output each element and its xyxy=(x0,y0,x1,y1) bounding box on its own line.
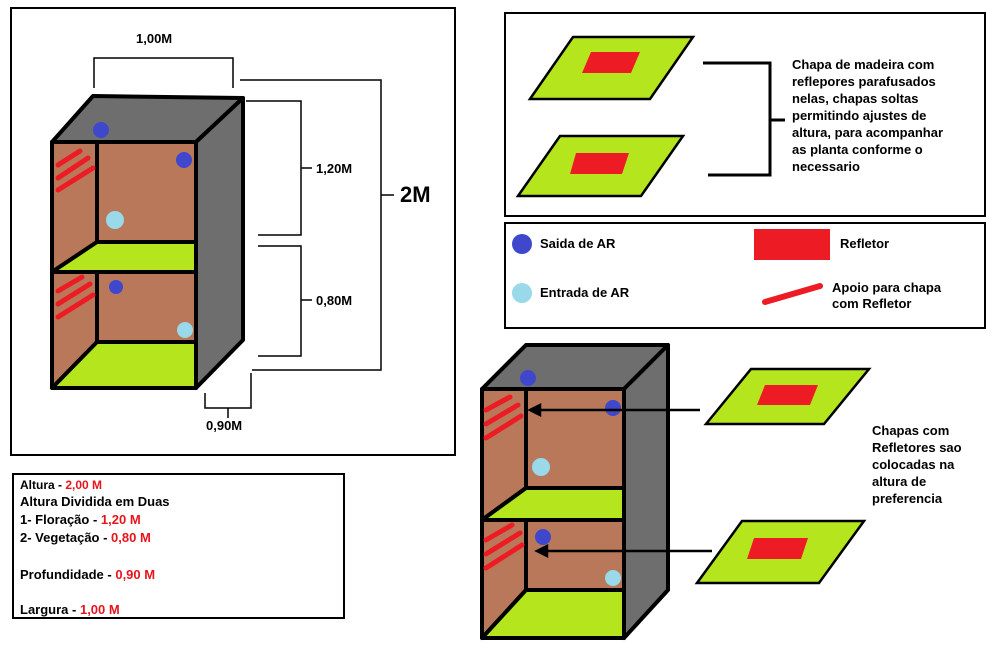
spec-veg: 2- Vegetação - 0,80 M xyxy=(20,530,151,545)
air-out-dot xyxy=(93,122,109,138)
legend-reflector-icon xyxy=(754,229,830,260)
upper-dimension-label: 1,20M xyxy=(316,161,353,176)
spec-depth: Profundidade - 0,90 M xyxy=(20,567,156,582)
depth-bracket xyxy=(204,373,252,409)
total-dimension-label: 2M xyxy=(400,182,431,207)
air-in-dot xyxy=(177,322,193,338)
width-bracket xyxy=(93,57,234,88)
cabinet-shelf-middle xyxy=(50,240,198,274)
second-cabinet xyxy=(480,343,670,640)
air-in-dot xyxy=(532,458,550,476)
legend-support-icon xyxy=(762,283,823,305)
legend-air-in-label: Entrada de AR xyxy=(540,285,630,300)
lower-bracket xyxy=(258,245,302,357)
air-in-dot xyxy=(605,570,621,586)
depth-dimension-label: 0,90M xyxy=(206,418,243,433)
lower-dimension-label: 0,80M xyxy=(316,293,353,308)
support-strokes-upper xyxy=(55,148,96,193)
specs-frame xyxy=(12,473,345,619)
upper-bracket xyxy=(246,100,302,236)
support-strokes-upper-2 xyxy=(483,394,524,441)
placement-description: Chapas com Refletores sao colocadas na a… xyxy=(872,423,962,506)
air-out-dot xyxy=(535,529,551,545)
spec-height: Altura - 2,00 M xyxy=(20,478,103,492)
main-diagram-frame xyxy=(10,7,456,456)
spec-divided: Altura Dividida em Duas xyxy=(20,494,170,509)
specs-list: Altura - 2,00 M Altura Dividida em Duas … xyxy=(20,478,170,619)
air-out-dot xyxy=(109,280,123,294)
support-strokes-lower xyxy=(55,274,96,320)
total-bracket xyxy=(240,79,382,371)
legend-support-label: Apoio para chapa com Refletor xyxy=(832,280,942,311)
cabinet-right-side xyxy=(194,96,245,390)
legend-air-out-label: Saida de AR xyxy=(540,236,616,251)
spec-flower: 1- Floração - 1,20 M xyxy=(20,512,141,527)
cabinet-floor xyxy=(50,340,198,390)
spec-width: Largura - 1,00 M xyxy=(20,602,120,617)
support-strokes-lower-2 xyxy=(483,522,525,571)
width-dimension-label: 1,00M xyxy=(136,31,173,46)
legend-reflector-label: Refletor xyxy=(840,236,890,251)
plate-bottom xyxy=(515,134,686,198)
legend-air-in-icon xyxy=(512,283,532,303)
air-out-dot xyxy=(605,400,621,416)
plates-description: Chapa de madeira com reflepores parafusa… xyxy=(792,57,943,174)
plate-placement-bottom xyxy=(694,519,867,585)
plates-frame xyxy=(504,12,986,217)
air-out-dot xyxy=(520,370,536,386)
plate-top xyxy=(527,35,696,101)
legend-frame xyxy=(504,222,986,329)
plate-placement-top xyxy=(703,367,872,426)
air-out-dot xyxy=(176,152,192,168)
placement-arrows xyxy=(527,402,712,559)
legend-air-out-icon xyxy=(512,234,532,254)
air-in-dot xyxy=(106,211,124,229)
dimension-lines xyxy=(93,57,394,418)
plates-bracket xyxy=(703,61,785,177)
main-cabinet xyxy=(50,94,245,390)
